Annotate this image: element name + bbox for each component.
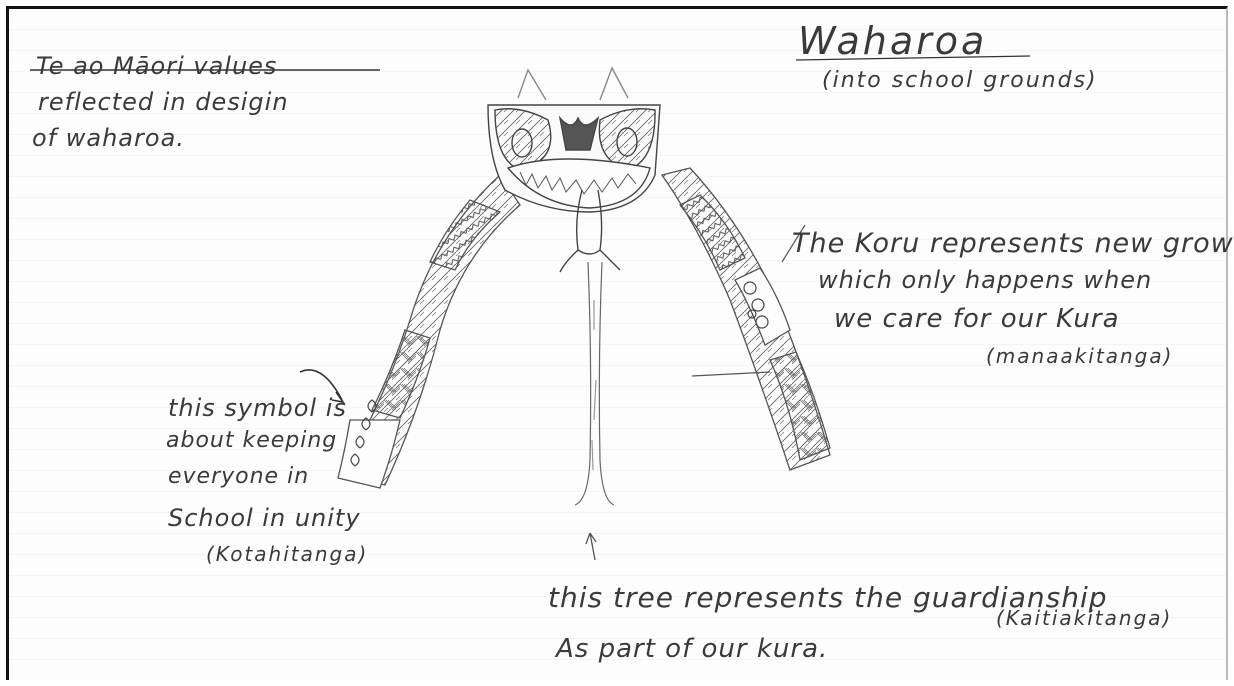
koru-note-line-3: we care for our Kura: [834, 306, 1120, 332]
symbol-note-line-1: this symbol is: [168, 396, 347, 420]
symbol-note-line-3: everyone in: [168, 466, 309, 488]
tree-note-line-2: As part of our kura.: [556, 636, 828, 662]
tree-trunk: [575, 262, 614, 560]
title-line-1: Te ao Māori values: [36, 54, 277, 78]
symbol-note-line-5: (Kotahitanga): [206, 544, 368, 564]
title-line-3: of waharoa.: [32, 126, 185, 150]
koru-note-line-1: The Koru represents new growth: [792, 230, 1234, 257]
tree-note-line-3: (Kaitiakitanga): [996, 608, 1172, 628]
waharoa-heading: Waharoa: [798, 22, 987, 60]
koru-note-line-4: (manaakitanga): [986, 346, 1173, 366]
symbol-note-line-4: School in unity: [168, 506, 361, 530]
symbol-note-line-2: about keeping: [166, 430, 337, 452]
waharoa-subheading: (into school grounds): [822, 70, 1098, 92]
right-pillar: [662, 168, 830, 470]
title-line-2: reflected in desigin: [38, 90, 289, 114]
koru-note-line-2: which only happens when: [818, 268, 1152, 292]
tiki-head: [488, 68, 660, 272]
